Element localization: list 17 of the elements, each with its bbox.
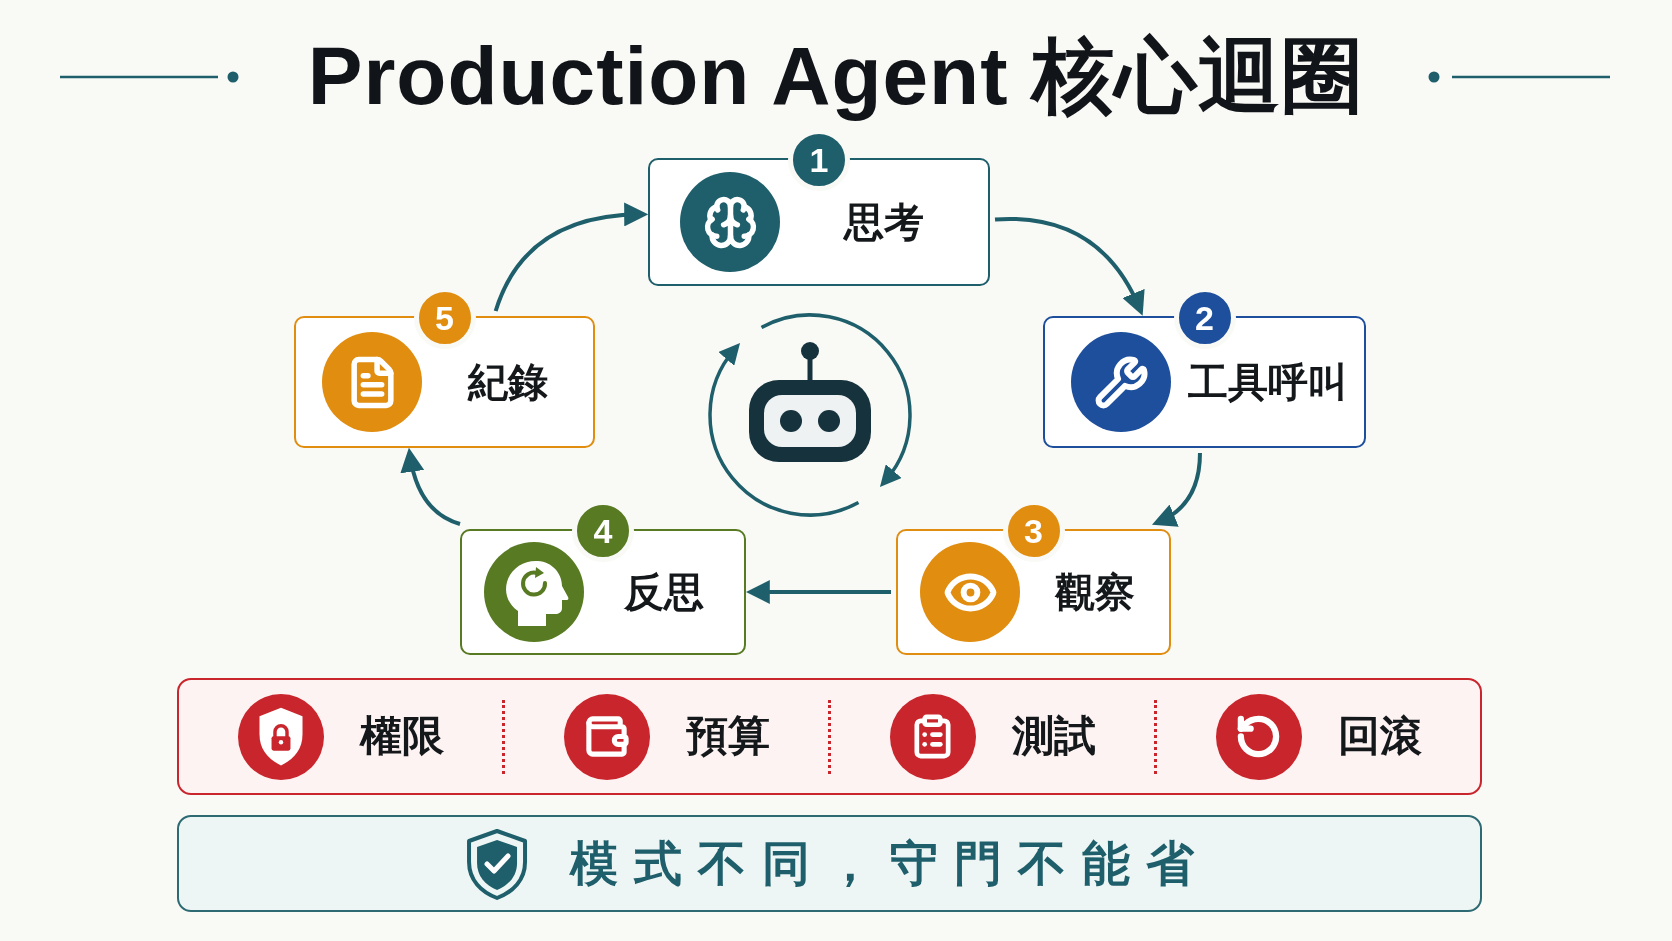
arrow (1152, 452, 1202, 526)
motto-text: 模式不同，守門不能省 (569, 834, 1210, 893)
motto-banner (177, 815, 1482, 912)
arrow (493, 203, 649, 312)
arrow (745, 580, 891, 604)
guardrail-label: 預算 (685, 711, 770, 762)
arrow (994, 216, 1144, 316)
step-label: 思考 (842, 198, 925, 246)
arrow (400, 447, 461, 526)
guardrail-label: 權限 (359, 711, 444, 762)
guardrail-label: 測試 (1011, 711, 1096, 762)
step-label: 反思 (623, 568, 705, 616)
guardrail-panel (177, 678, 1482, 795)
step-label: 紀錄 (466, 358, 549, 406)
step-label: 工具呼叫 (1186, 358, 1349, 406)
guardrail-label: 回滾 (1337, 711, 1422, 762)
step-label: 觀察 (1053, 568, 1136, 616)
